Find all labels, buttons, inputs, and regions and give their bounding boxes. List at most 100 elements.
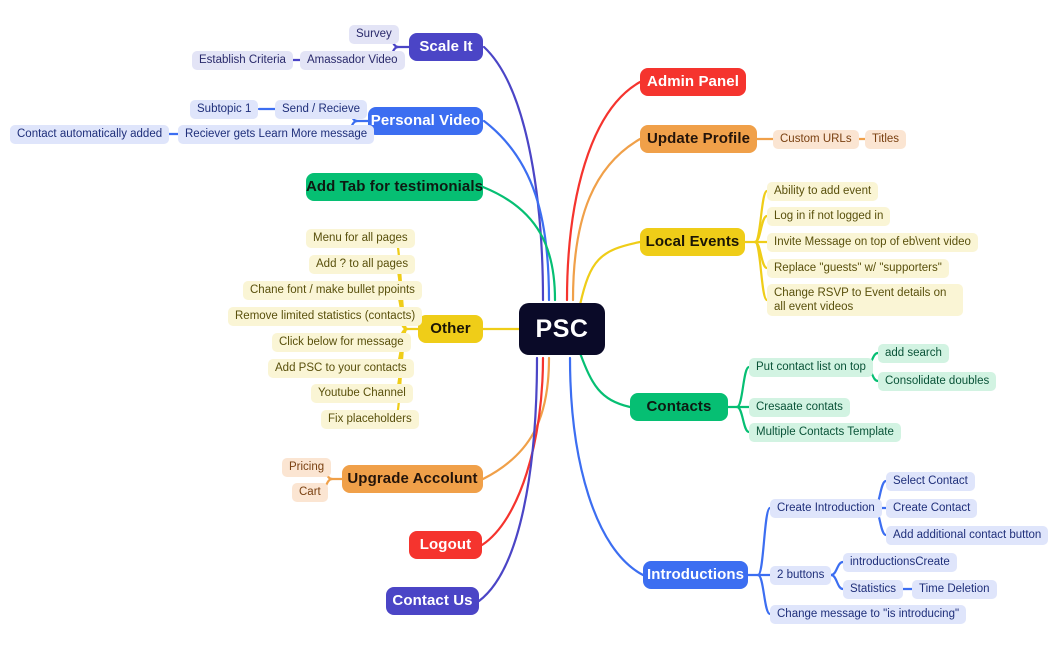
- subnode-consolidate-doubles[interactable]: Consolidate doubles: [878, 372, 997, 391]
- subnode-create-contact[interactable]: Create Contact: [886, 499, 978, 518]
- subnode-reciever-learn-more[interactable]: Reciever gets Learn More message: [178, 125, 375, 144]
- subnode-contact-auto-added[interactable]: Contact automatically added: [10, 125, 170, 144]
- subnode-fix-placeholders[interactable]: Fix placeholders: [321, 410, 419, 429]
- edge-root-introductions: [568, 356, 645, 577]
- subnode-add-additional-contact-button[interactable]: Add additional contact button: [886, 526, 1049, 545]
- subnode-titles[interactable]: Titles: [865, 130, 907, 149]
- subnode-youtube-channel[interactable]: Youtube Channel: [311, 384, 413, 403]
- branch-scale-it[interactable]: Scale It: [409, 33, 483, 61]
- subnode-put-contact-list-label: Put contact list on top: [756, 360, 866, 373]
- branch-add-tab-label: Add Tab for testimonials: [305, 178, 484, 196]
- subnode-custom-urls[interactable]: Custom URLs: [773, 130, 859, 149]
- edge-contacts-putlist: [735, 365, 751, 409]
- subnode-titles-label: Titles: [872, 132, 900, 145]
- subnode-replace-guests[interactable]: Replace "guests" w/ "supporters": [767, 259, 949, 278]
- subnode-send-recieve[interactable]: Send / Recieve: [275, 100, 367, 119]
- edge-le-replace: [753, 240, 769, 270]
- branch-add-tab-testimonials[interactable]: Add Tab for testimonials: [306, 173, 483, 201]
- subnode-menu-all-pages[interactable]: Menu for all pages: [306, 229, 415, 248]
- edge-root-contacts: [578, 351, 632, 409]
- subnode-subtopic-1-label: Subtopic 1: [197, 102, 252, 115]
- edge-contacts-multiple: [735, 405, 751, 434]
- subnode-time-deletion[interactable]: Time Deletion: [912, 580, 997, 599]
- subnode-menu-all-pages-label: Menu for all pages: [313, 231, 408, 244]
- branch-upgrade-account[interactable]: Upgrade Accolunt: [342, 465, 483, 493]
- subnode-select-contact[interactable]: Select Contact: [886, 472, 975, 491]
- branch-personal-video-label: Personal Video: [370, 112, 481, 130]
- subnode-time-deletion-label: Time Deletion: [919, 582, 990, 595]
- branch-update-profile[interactable]: Update Profile: [640, 125, 757, 153]
- subnode-establish-criteria-label: Establish Criteria: [199, 53, 286, 66]
- branch-personal-video[interactable]: Personal Video: [368, 107, 483, 135]
- subnode-introductions-create[interactable]: introductionsCreate: [843, 553, 957, 572]
- subnode-statistics-label: Statistics: [850, 582, 897, 595]
- branch-logout-label: Logout: [419, 536, 472, 554]
- subnode-multiple-contacts-template[interactable]: Multiple Contacts Template: [749, 423, 901, 442]
- subnode-add-psc-contacts[interactable]: Add PSC to your contacts: [268, 359, 414, 378]
- subnode-consolidate-doubles-label: Consolidate doubles: [885, 374, 990, 387]
- subnode-invite-message-label: Invite Message on top of eb\vent video: [774, 235, 971, 248]
- branch-logout[interactable]: Logout: [409, 531, 482, 559]
- subnode-add-search[interactable]: add search: [878, 344, 949, 363]
- edge-root-upgrade: [481, 356, 551, 481]
- branch-contact-us[interactable]: Contact Us: [386, 587, 479, 615]
- subnode-ability-to-add-event[interactable]: Ability to add event: [767, 182, 879, 201]
- root-node-label: PSC: [535, 314, 589, 343]
- edge-root-update-profile: [571, 137, 642, 302]
- edge-root-admin-panel: [565, 80, 642, 302]
- branch-introductions[interactable]: Introductions: [643, 561, 748, 589]
- subnode-invite-message[interactable]: Invite Message on top of eb\vent video: [767, 233, 978, 252]
- branch-contacts[interactable]: Contacts: [630, 393, 728, 421]
- branch-local-events[interactable]: Local Events: [640, 228, 745, 256]
- subnode-send-recieve-label: Send / Recieve: [282, 102, 360, 115]
- subnode-change-rsvp[interactable]: Change RSVP to Event details on all even…: [767, 284, 963, 316]
- subnode-statistics[interactable]: Statistics: [843, 580, 904, 599]
- subnode-add-question-all-pages-label: Add ? to all pages: [316, 257, 409, 270]
- subnode-ability-to-add-event-label: Ability to add event: [774, 184, 872, 197]
- subnode-cart-label: Cart: [299, 485, 321, 498]
- subnode-chane-font[interactable]: Chane font / make bullet ppoints: [243, 281, 422, 300]
- subnode-cresaate-contats[interactable]: Cresaate contats: [749, 398, 850, 417]
- subnode-2-buttons-label: 2 buttons: [777, 568, 825, 581]
- subnode-establish-criteria[interactable]: Establish Criteria: [192, 51, 293, 70]
- edge-le-login: [753, 214, 769, 244]
- subnode-click-below-message[interactable]: Click below for message: [272, 333, 411, 352]
- branch-admin-panel-label: Admin Panel: [647, 73, 739, 91]
- edge-2buttons-statistics: [829, 573, 845, 591]
- subnode-fix-placeholders-label: Fix placeholders: [328, 412, 412, 425]
- subnode-amassador-video[interactable]: Amassador Video: [300, 51, 405, 70]
- subnode-change-message-label: Change message to "is introducing": [777, 607, 960, 620]
- subnode-create-introduction[interactable]: Create Introduction: [770, 499, 882, 518]
- branch-other[interactable]: Other: [418, 315, 483, 343]
- edge-le-ability: [753, 189, 769, 244]
- subnode-change-message[interactable]: Change message to "is introducing": [770, 605, 967, 624]
- subnode-log-in-if-not-logged-in[interactable]: Log in if not logged in: [767, 207, 891, 226]
- subnode-cart[interactable]: Cart: [292, 483, 328, 502]
- subnode-put-contact-list-on-top[interactable]: Put contact list on top: [749, 358, 873, 377]
- subnode-chane-font-label: Chane font / make bullet ppoints: [250, 283, 415, 296]
- subnode-pricing[interactable]: Pricing: [282, 458, 332, 477]
- edge-root-contact-us: [477, 356, 539, 603]
- branch-local-events-label: Local Events: [645, 233, 740, 251]
- subnode-youtube-channel-label: Youtube Channel: [318, 386, 406, 399]
- branch-contacts-label: Contacts: [646, 398, 712, 416]
- edge-root-add-tab: [481, 185, 557, 302]
- edge-root-personal-video: [482, 119, 551, 302]
- branch-admin-panel[interactable]: Admin Panel: [640, 68, 746, 96]
- edge-intro-changemsg: [756, 573, 772, 616]
- subnode-remove-limited-statistics[interactable]: Remove limited statistics (contacts): [228, 307, 423, 326]
- subnode-click-below-message-label: Click below for message: [279, 335, 404, 348]
- subnode-select-contact-label: Select Contact: [893, 474, 968, 487]
- subnode-add-search-label: add search: [885, 346, 942, 359]
- subnode-survey[interactable]: Survey: [349, 25, 399, 44]
- subnode-2-buttons[interactable]: 2 buttons: [770, 566, 832, 585]
- subnode-subtopic-1[interactable]: Subtopic 1: [190, 100, 259, 119]
- edge-root-local-events: [578, 240, 642, 307]
- subnode-cresaate-contats-label: Cresaate contats: [756, 400, 843, 413]
- subnode-log-in-if-not-logged-in-label: Log in if not logged in: [774, 209, 884, 222]
- root-node-psc[interactable]: PSC: [519, 303, 605, 355]
- subnode-introductions-create-label: introductionsCreate: [850, 555, 950, 568]
- subnode-contact-auto-added-label: Contact automatically added: [17, 127, 163, 140]
- subnode-add-question-all-pages[interactable]: Add ? to all pages: [309, 255, 416, 274]
